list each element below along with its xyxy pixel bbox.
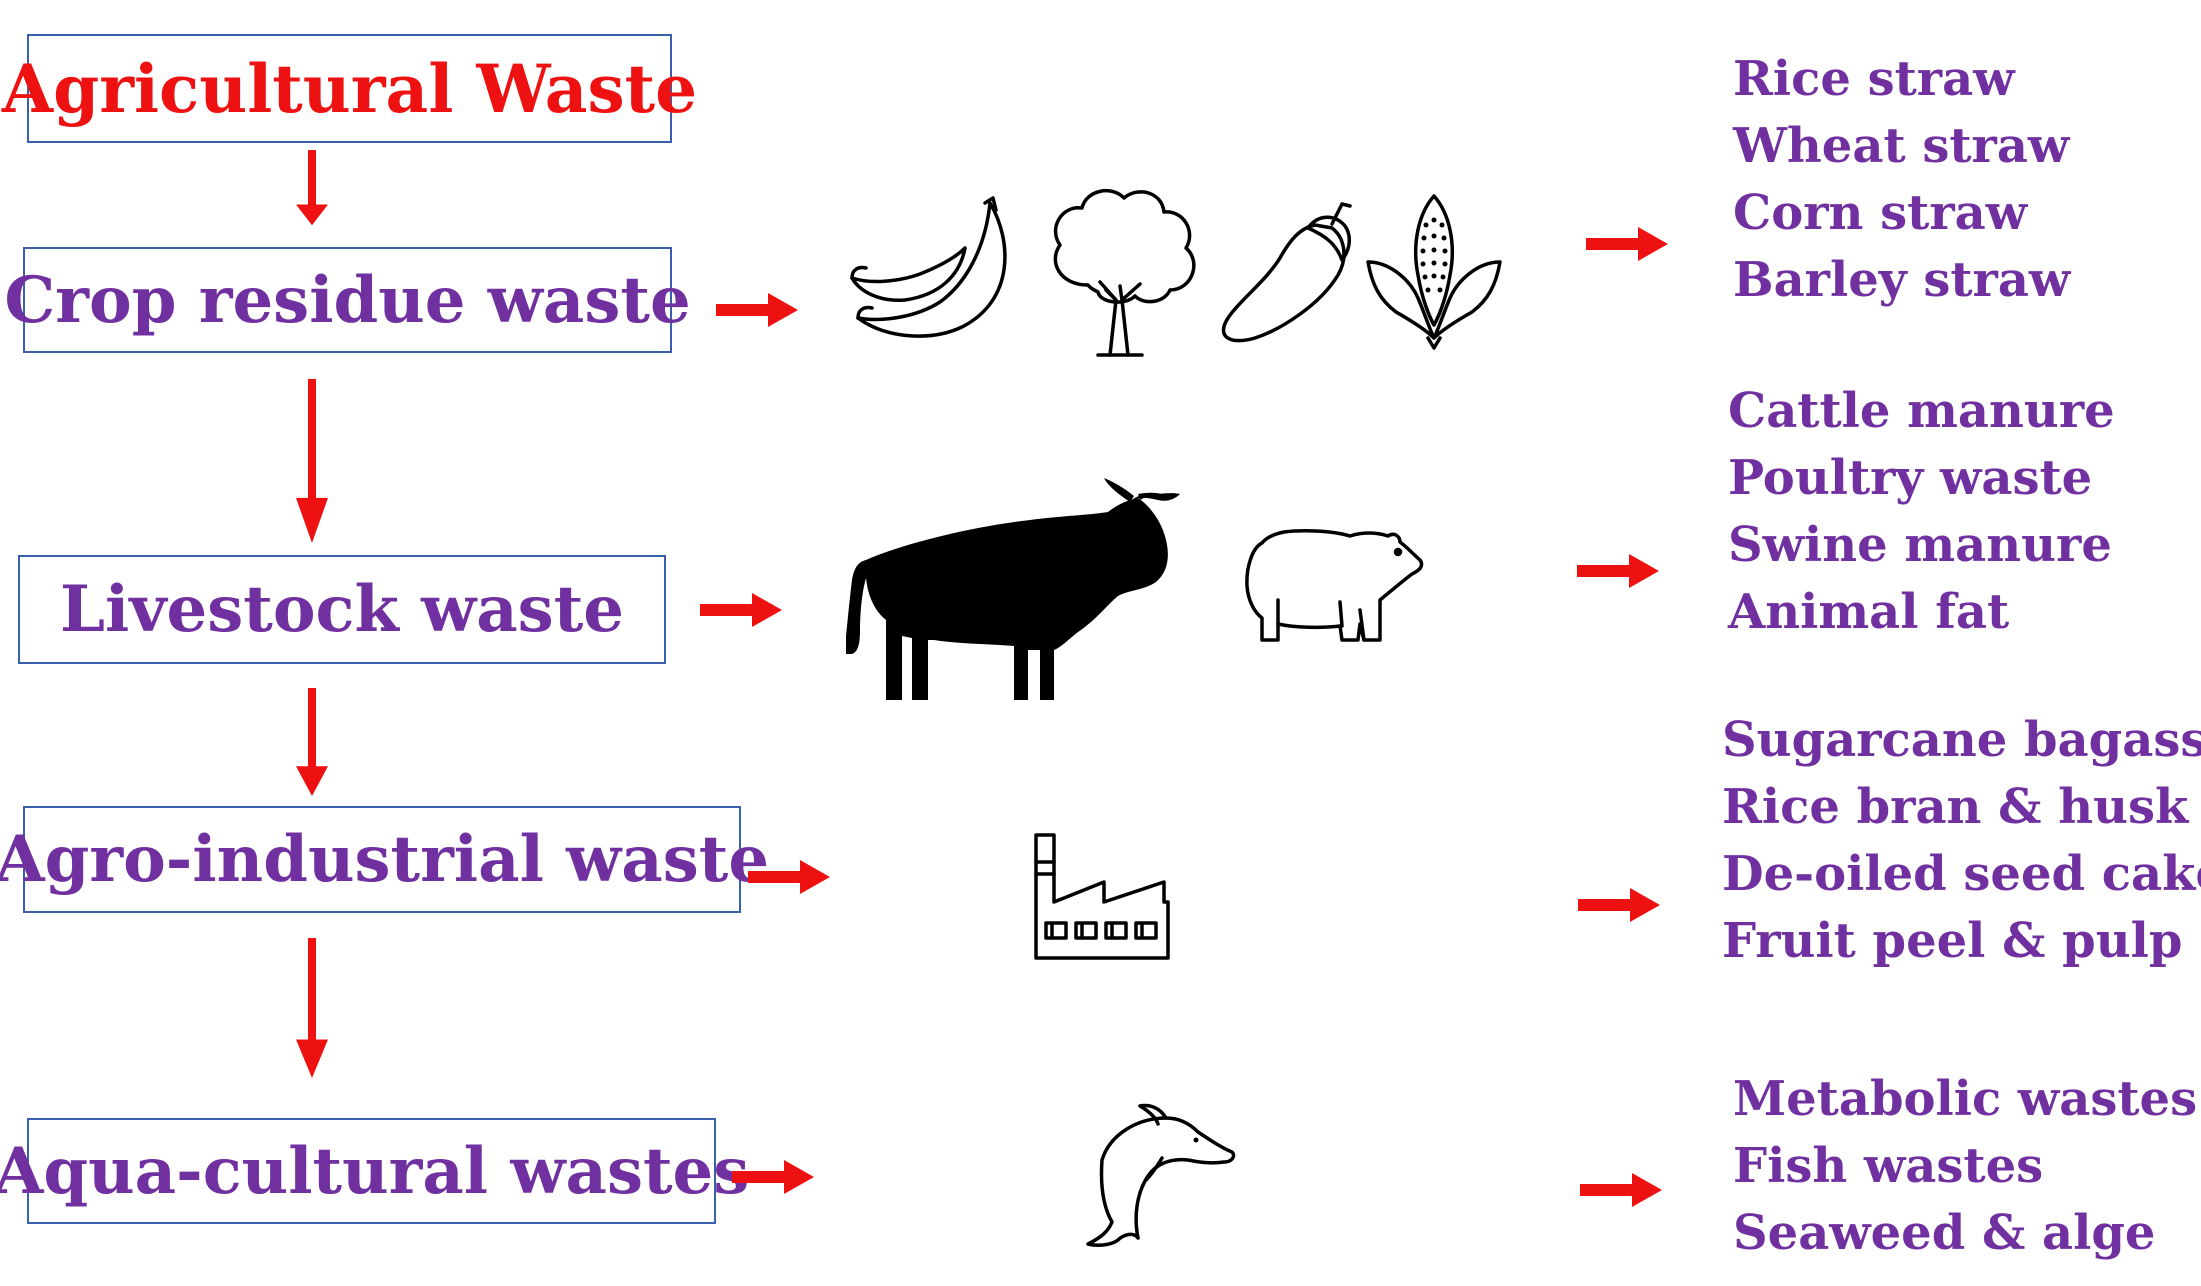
livestock-list: Cattle manure Poultry waste Swine manure… (1728, 378, 2115, 646)
aquacultural-label: Aqua-cultural wastes (0, 1133, 750, 1209)
list-item: Corn straw (1733, 185, 2028, 241)
crop-residue-label: Crop residue waste (4, 262, 691, 338)
title-label: Agricultural Waste (1, 49, 698, 128)
agro-industrial-box: Agro-industrial waste (0, 806, 769, 913)
banana-icon (850, 196, 1007, 338)
down-arrow (296, 938, 328, 1078)
crop-residue-list: Rice straw Wheat straw Corn straw Barley… (1733, 46, 2070, 314)
list-item: Metabolic wastes (1733, 1071, 2198, 1127)
list-item: Barley straw (1733, 252, 2071, 308)
list-item: Fruit peel & pulp (1722, 913, 2183, 969)
list-item: De-oiled seed cakes (1722, 846, 2201, 902)
list-item: Rice straw (1733, 51, 2015, 107)
aquacultural-box: Aqua-cultural wastes (0, 1118, 749, 1224)
down-arrow (296, 150, 328, 226)
agro-industrial-list: Sugarcane bagasse Rice bran & husk De-oi… (1722, 707, 2201, 975)
cow-icon (846, 478, 1180, 700)
title-box: Agricultural Waste (2, 34, 697, 143)
right-arrow (732, 1160, 814, 1194)
down-arrow (296, 379, 328, 543)
agro-industrial-label: Agro-industrial waste (0, 822, 770, 897)
list-item: Rice bran & husk (1722, 779, 2189, 835)
factory-icon (1034, 833, 1170, 960)
right-arrow (1578, 888, 1660, 922)
livestock-label: Livestock waste (60, 572, 624, 647)
corn-icon (1366, 194, 1502, 350)
tree-icon (1053, 188, 1196, 357)
list-item: Wheat straw (1733, 118, 2070, 174)
right-arrow (748, 860, 830, 894)
list-item: Poultry waste (1728, 450, 2093, 506)
bear-icon (1245, 529, 1424, 642)
livestock-box: Livestock waste (18, 555, 666, 664)
right-arrow (716, 293, 798, 327)
list-item: Sugarcane bagasse (1722, 712, 2201, 768)
right-arrow (1580, 1173, 1662, 1207)
right-arrow (1586, 227, 1668, 261)
list-item: Swine manure (1728, 517, 2112, 573)
aquacultural-list: Metabolic wastes Fish wastes Seaweed & a… (1733, 1066, 2197, 1267)
dolphin-icon (1086, 1103, 1236, 1247)
right-arrow (700, 593, 782, 627)
down-arrow (296, 688, 328, 796)
list-item: Fish wastes (1733, 1138, 2044, 1194)
right-arrow (1577, 554, 1659, 588)
list-item: Seaweed & alge (1733, 1205, 2156, 1261)
list-item: Cattle manure (1728, 383, 2115, 439)
crop-residue-box: Crop residue waste (4, 247, 691, 353)
eggplant-icon (1221, 202, 1352, 343)
list-item: Animal fat (1728, 584, 2010, 640)
